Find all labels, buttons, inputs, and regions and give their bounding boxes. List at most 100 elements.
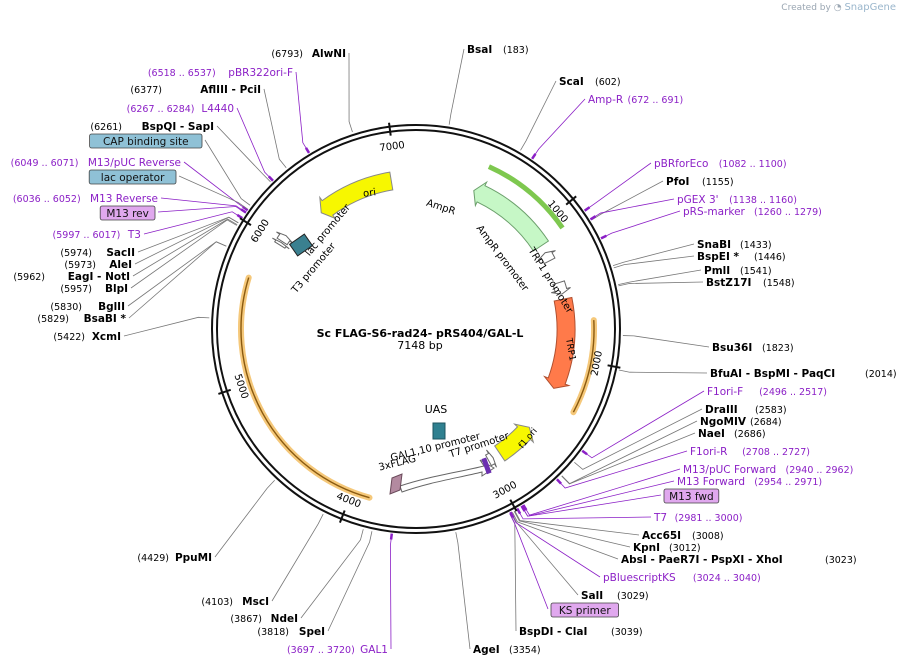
leader-line xyxy=(513,511,631,548)
leader-line xyxy=(130,219,237,289)
label-name: BsaBI * xyxy=(84,313,127,325)
label-name: M13 Forward xyxy=(677,476,745,488)
label-name: pBluescriptKS xyxy=(603,572,676,584)
label-naei: NaeI (2686) xyxy=(698,428,766,440)
label-number: (6036 .. 6052) xyxy=(13,194,81,205)
label-bsabi-: BsaBI * (5829) xyxy=(37,313,126,325)
tick-mark xyxy=(388,122,392,136)
leader-line xyxy=(561,432,696,485)
label-name: BspDI - ClaI xyxy=(519,626,587,638)
primer-mark xyxy=(531,153,537,160)
tick-mark xyxy=(607,364,621,369)
label-name: PpuMI xyxy=(175,552,212,564)
leader-line xyxy=(613,255,695,269)
label-number: (2686) xyxy=(734,429,766,440)
label-name: PfoI xyxy=(666,176,689,188)
label-number: (5422) xyxy=(53,332,85,343)
label-snabi: SnaBI (1433) xyxy=(697,239,772,251)
label-pmli: PmlI(1541) xyxy=(704,265,772,277)
label-number: (1823) xyxy=(762,343,794,354)
label-name: SnaBI xyxy=(697,239,731,251)
label-number: (6793) xyxy=(271,49,303,60)
primer-mark xyxy=(267,175,274,182)
feature-trp1-promoter xyxy=(551,280,571,295)
primer-mark xyxy=(522,504,528,511)
credit-brand: SnapGene xyxy=(844,2,896,13)
label-t7: T7(2981 .. 3000) xyxy=(653,512,742,524)
label-number: (5829) xyxy=(37,314,69,325)
label-pbr322ori-f: pBR322ori-F(6518 .. 6537) xyxy=(148,67,293,79)
label-alwni: AlwNI(6793) xyxy=(271,48,346,60)
label-number: (6261) xyxy=(90,122,122,133)
label-pgex-3-: pGEX 3'(1138 .. 1160) xyxy=(677,194,797,206)
feature-t7-promoter xyxy=(484,449,497,468)
label-name: EagI - NotI xyxy=(68,271,130,283)
label-xcmi: XcmI(5422) xyxy=(53,331,121,343)
label-number: (6049 .. 6071) xyxy=(11,158,79,169)
label-acc65i: Acc65I(3008) xyxy=(642,530,724,542)
label-name: NaeI xyxy=(698,428,725,440)
label-number: (1446) xyxy=(754,252,786,263)
label-name: F1ori-R xyxy=(690,446,727,458)
label-name: M13 rev xyxy=(106,208,149,220)
uas-box xyxy=(432,422,446,440)
selection-arc xyxy=(572,320,595,413)
label-sali: SalI(3029) xyxy=(581,590,649,602)
leader-line xyxy=(574,408,703,470)
leader-line xyxy=(510,512,601,578)
plasmid-size: 7148 bp xyxy=(397,339,442,352)
plasmid-backbone xyxy=(211,124,621,534)
selection-arc xyxy=(240,277,370,499)
label-number: (3354) xyxy=(509,645,541,656)
label-number: (1433) xyxy=(740,240,772,251)
label-agei: AgeI(3354) xyxy=(473,644,541,656)
primer-mark xyxy=(236,213,244,220)
label-bfuai-bspmi-paqci: BfuAI - BspMI - PaqCI(2014) xyxy=(710,368,897,380)
backbone-outer-ring xyxy=(211,124,621,534)
label-name: T7 xyxy=(653,512,667,524)
feature-ampr xyxy=(473,180,550,252)
label-number: (4429) xyxy=(137,553,169,564)
label-name: CAP binding site xyxy=(103,136,189,148)
label-name: M13 fwd xyxy=(669,491,714,503)
label-name: Acc65I xyxy=(642,530,681,542)
label-number: (2708 .. 2727) xyxy=(742,447,810,458)
leader-line xyxy=(520,80,557,151)
credit-prefix: Created by xyxy=(781,3,831,13)
label-number: (4103) xyxy=(201,597,233,608)
label-box xyxy=(99,205,156,221)
label-m13-forward: M13 Forward (2954 .. 2971) xyxy=(677,476,822,488)
label-number: (2583) xyxy=(755,405,787,416)
label-absi-paer7i-pspxi-xhoi: AbsI - PaeR7I - PspXI - XhoI(3023) xyxy=(621,554,857,566)
leader-line xyxy=(622,335,710,348)
label-ppumi: PpuMI (4429) xyxy=(137,552,212,564)
label-number: (3039) xyxy=(611,627,643,638)
primer-mark xyxy=(516,507,522,515)
leader-line xyxy=(123,316,210,337)
tick-mark xyxy=(565,195,577,206)
label-gal1: GAL1(3697 .. 3720) xyxy=(287,644,388,656)
label-sacii: SacII(5974) xyxy=(60,247,135,259)
leader-line xyxy=(178,175,248,210)
label-name: ScaI xyxy=(559,76,584,88)
label-name: lac operator xyxy=(101,172,165,184)
leader-line xyxy=(271,513,324,602)
tick-label: 3000 xyxy=(491,480,519,502)
label-name: AflIII - PciI xyxy=(200,84,261,96)
leader-line xyxy=(389,534,393,650)
primer-mark xyxy=(304,147,311,154)
label-name: M13/pUC Forward xyxy=(683,464,776,476)
label-number: (672 .. 691) xyxy=(628,95,684,106)
label-msci: MscI(4103) xyxy=(201,596,269,608)
label-number: (1082 .. 1100) xyxy=(719,159,787,170)
feature-ampr-promoter xyxy=(537,250,556,265)
label-name: GAL1 xyxy=(360,644,388,656)
label-name: pBRforEco xyxy=(654,158,708,170)
label-m13-fwd: M13 fwd xyxy=(663,488,720,504)
label-number: (5997 .. 6017) xyxy=(53,230,121,241)
leader-line xyxy=(585,162,652,211)
label-number: (2954 .. 2971) xyxy=(754,477,822,488)
feature-t3-promoter xyxy=(272,237,290,250)
label-bsu36i: Bsu36I(1823) xyxy=(712,342,794,354)
primer-mark xyxy=(600,234,607,240)
